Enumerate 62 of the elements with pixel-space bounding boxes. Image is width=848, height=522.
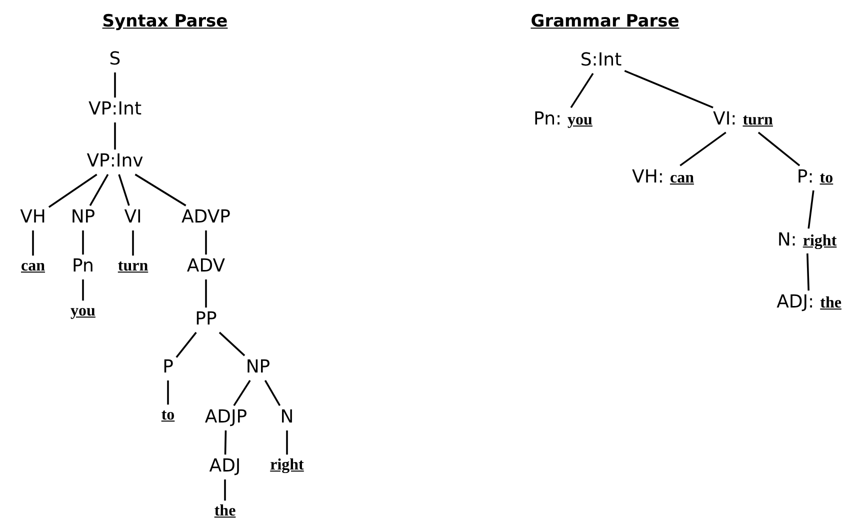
category-label: VP:Int	[88, 100, 142, 120]
category-label: VI:	[713, 110, 737, 130]
category-label: VI	[124, 208, 142, 228]
tree-branch	[48, 174, 98, 208]
tree-branch	[205, 279, 207, 308]
tree-branch	[233, 380, 251, 406]
tree-branch	[118, 174, 130, 206]
category-label: ADVP	[181, 208, 231, 228]
word-label: right	[802, 234, 837, 250]
tree-branch	[224, 430, 227, 455]
category-label: ADJ	[209, 458, 241, 476]
category-label: S:Int	[580, 52, 622, 70]
tree-branch	[134, 174, 186, 206]
category-label: Pn:	[534, 110, 562, 130]
category-label: ADJP	[204, 408, 248, 428]
tree-branch	[205, 230, 207, 255]
tree-branch	[89, 174, 109, 206]
tree-branch	[224, 479, 226, 501]
tree-branch	[624, 70, 714, 108]
tree-branch	[286, 430, 288, 455]
word-label: to	[820, 170, 834, 188]
tree-branch	[176, 332, 197, 358]
tree-branch	[82, 230, 84, 255]
category-label: ADJ:	[776, 294, 814, 312]
category-label: S	[109, 50, 121, 70]
category-label: VH:	[632, 168, 664, 188]
tree-heading: Grammar Parse	[530, 12, 680, 32]
tree-branch	[32, 230, 34, 256]
tree-branch	[114, 72, 116, 98]
word-label: turn	[118, 258, 148, 276]
tree-branch	[680, 132, 726, 166]
category-label: N	[280, 408, 294, 428]
category-label: Pn	[72, 258, 94, 276]
category-label: NP	[70, 208, 96, 228]
category-label: PP	[195, 310, 217, 330]
word-label: you	[70, 304, 96, 320]
category-label: P	[162, 358, 174, 378]
tree-branch	[808, 190, 814, 229]
category-label: N:	[777, 232, 797, 250]
category-label: ADV	[186, 258, 226, 276]
tree-branch	[264, 380, 281, 406]
word-label: the	[820, 296, 842, 312]
tree-branch	[82, 279, 84, 301]
word-label: to	[161, 408, 175, 424]
tree-branch	[218, 332, 246, 356]
word-label: can	[21, 258, 45, 276]
word-label: can	[670, 170, 694, 188]
word-label: you	[568, 112, 592, 130]
tree-branch	[132, 230, 134, 256]
word-label: right	[270, 458, 304, 474]
tree-branch	[758, 132, 800, 166]
category-label: VP:Inv	[86, 152, 144, 172]
word-label: the	[214, 504, 236, 520]
category-label: NP	[246, 358, 270, 378]
tree-branch	[167, 380, 169, 405]
tree-branch	[570, 72, 594, 108]
category-label: VH	[20, 208, 46, 228]
word-label: turn	[742, 112, 773, 130]
tree-branch	[114, 122, 116, 150]
category-label: P:	[796, 168, 814, 188]
tree-heading: Syntax Parse	[102, 12, 228, 32]
tree-branch	[806, 253, 810, 291]
